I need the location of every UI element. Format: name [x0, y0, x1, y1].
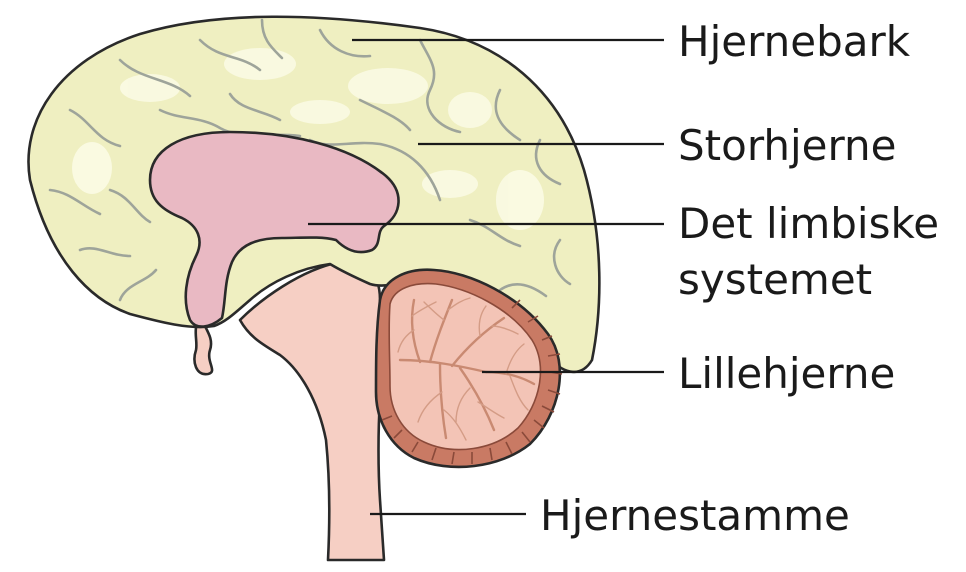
label-limbic-line1: Det limbiske: [678, 199, 939, 248]
label-hjernestamme: Hjernestamme: [540, 491, 850, 540]
label-limbic-line2: systemet: [678, 255, 872, 304]
label-hjernebark: Hjernebark: [678, 17, 911, 66]
brainstem-shape: [240, 261, 384, 560]
label-storhjerne: Storhjerne: [678, 121, 896, 170]
label-lillehjerne: Lillehjerne: [678, 349, 895, 398]
